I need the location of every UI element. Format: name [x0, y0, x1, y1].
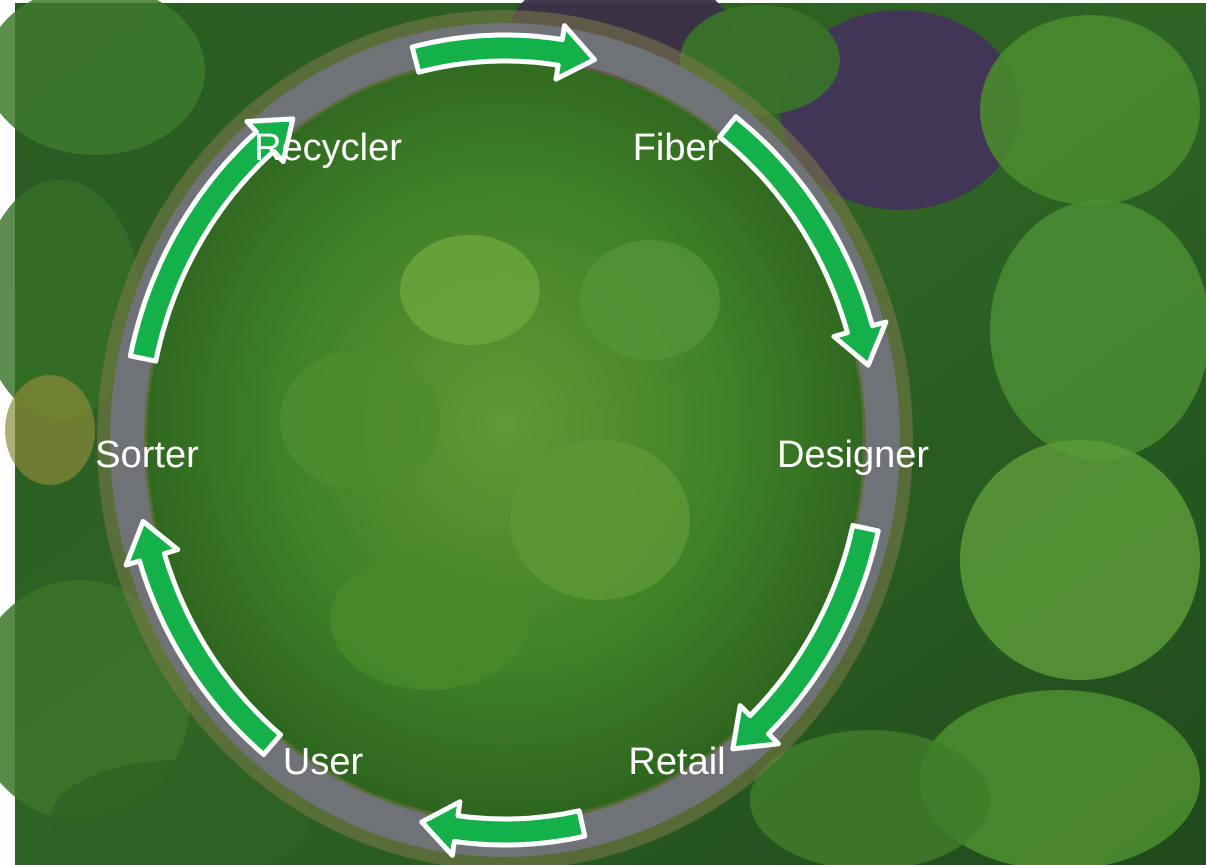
tree-canopy	[920, 690, 1200, 865]
tree-canopy	[960, 440, 1200, 680]
node-designer: Designer	[777, 434, 929, 476]
tree-canopy	[280, 350, 440, 490]
tree-canopy	[5, 375, 95, 485]
tree-canopy	[50, 760, 310, 865]
arrow-recycler-to-fiber	[409, 23, 597, 82]
node-retail: Retail	[628, 741, 725, 783]
arrow-user-to-sorter	[123, 519, 284, 757]
node-user: User	[283, 741, 364, 783]
tree-canopy	[400, 235, 540, 345]
arrow-sorter-to-recycler	[127, 116, 296, 364]
node-recycler: Recycler	[254, 127, 402, 169]
arrow-fiber-to-designer	[717, 114, 889, 368]
tree-canopy	[980, 15, 1200, 205]
tree-canopy	[330, 550, 530, 690]
tree-canopy	[510, 440, 690, 600]
tree-canopy	[0, 0, 205, 155]
tree-canopy	[0, 580, 190, 820]
node-fiber: Fiber	[633, 127, 720, 169]
inner-forest	[147, 60, 863, 820]
arrow-retail-to-user	[419, 799, 588, 858]
node-sorter: Sorter	[95, 434, 199, 476]
node-labels: Recycler Fiber Designer Retail User Sort…	[95, 127, 929, 783]
cycle-arrows	[123, 23, 889, 858]
tree-canopy	[990, 200, 1206, 460]
tree-canopy	[750, 730, 990, 865]
arrow-designer-to-retail	[730, 522, 881, 752]
tree-canopy	[580, 240, 720, 360]
